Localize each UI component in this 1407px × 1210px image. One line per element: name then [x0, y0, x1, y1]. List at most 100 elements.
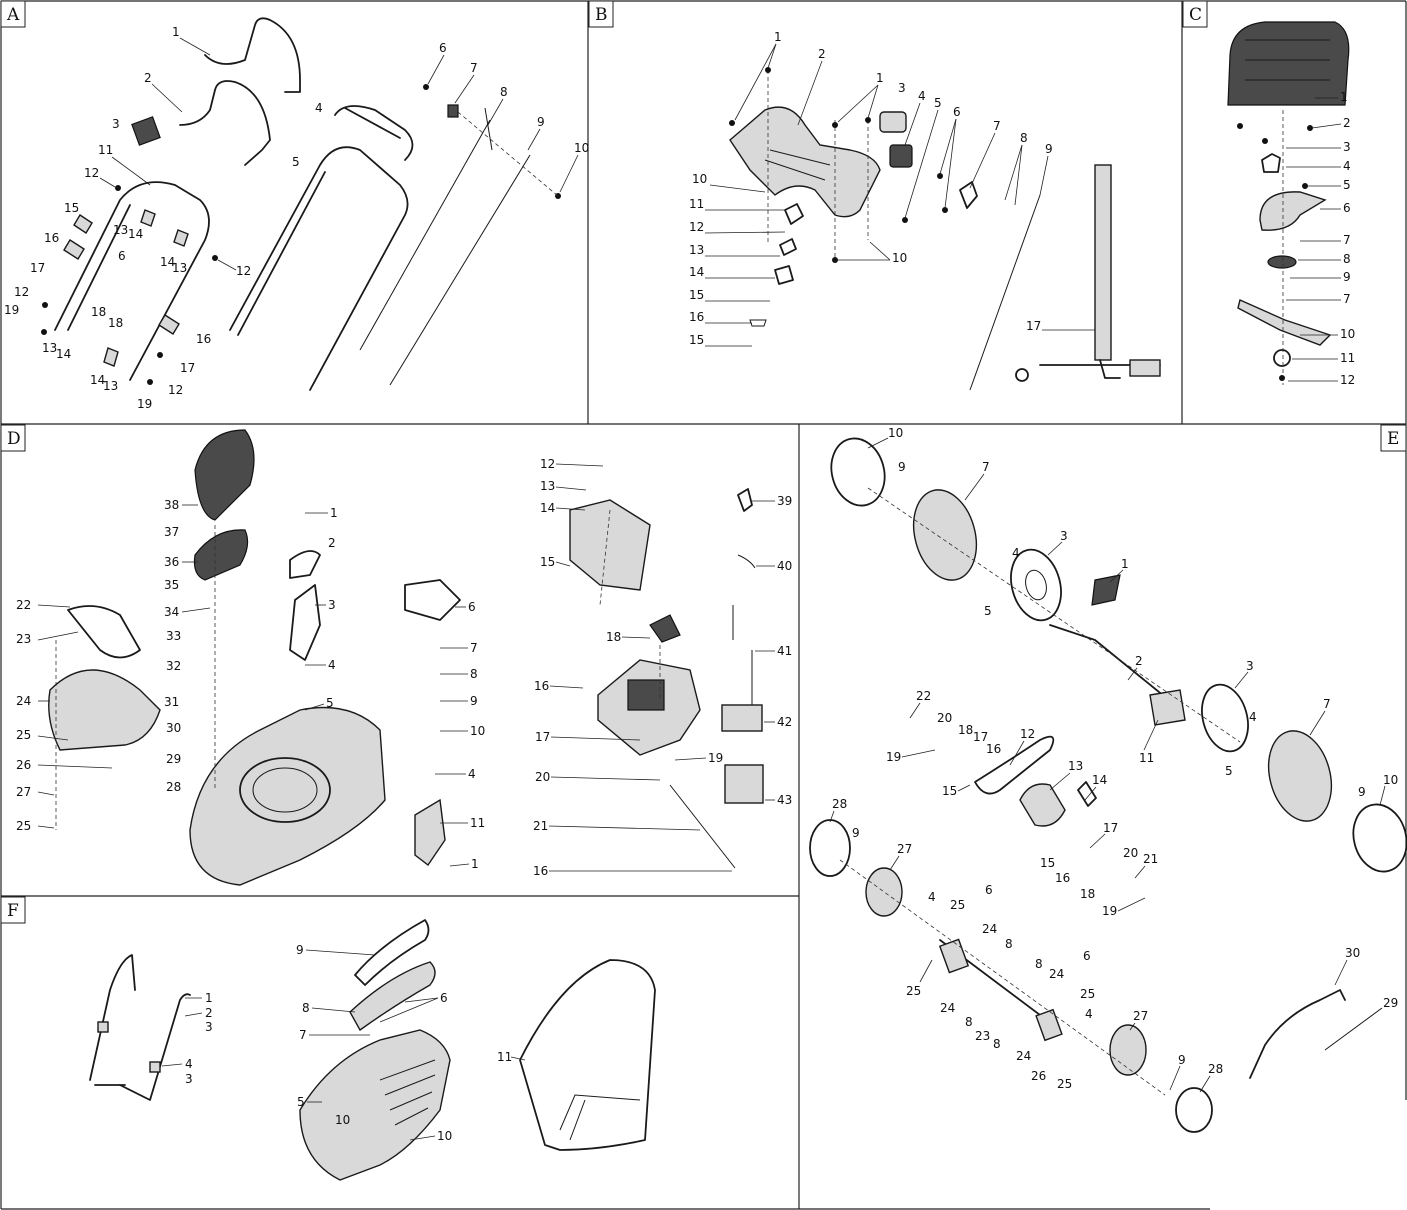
callout: 4 [918, 89, 926, 103]
callout: 29 [166, 752, 181, 766]
callout: 20 [535, 770, 550, 784]
callout: 4 [328, 658, 336, 672]
callout: 26 [16, 758, 31, 772]
callout: 12 [168, 383, 183, 397]
callout: 20 [1123, 846, 1138, 860]
callout: 13 [689, 243, 704, 257]
panel-tag-a: A [0, 0, 26, 28]
callout: 10 [892, 251, 907, 265]
callout: 14 [1092, 773, 1107, 787]
callout: 14 [160, 255, 175, 269]
callout: 12 [14, 285, 29, 299]
callout: 4 [1249, 710, 1257, 724]
callout: 5 [1343, 178, 1351, 192]
callout: 8 [1020, 131, 1028, 145]
callout: 12 [540, 457, 555, 471]
callout: 6 [468, 600, 476, 614]
callout: 1 [774, 30, 782, 44]
panel-a-callouts: 1 2 3 4 5 6 7 8 9 10 11 12 13 14 15 16 6… [4, 25, 589, 411]
callout: 21 [533, 819, 548, 833]
callout: 30 [1345, 946, 1360, 960]
callout: 8 [302, 1001, 310, 1015]
callout: 43 [777, 793, 792, 807]
callout: 14 [689, 265, 704, 279]
callout: 34 [164, 605, 179, 619]
panel-tag-d: D [0, 424, 26, 452]
callout: 14 [90, 373, 105, 387]
callout: 11 [98, 143, 113, 157]
callout: 15 [540, 555, 555, 569]
callout: 16 [44, 231, 59, 245]
callout: 28 [832, 797, 847, 811]
callout: 17 [1103, 821, 1118, 835]
callout: 9 [470, 694, 478, 708]
callout: 9 [1343, 270, 1351, 284]
callout: 13 [172, 261, 187, 275]
callout: 16 [1055, 871, 1070, 885]
callout: 1 [471, 857, 479, 871]
callout: 17 [973, 730, 988, 744]
callout: 15 [689, 288, 704, 302]
callout: 7 [299, 1028, 307, 1042]
callout: 27 [16, 785, 31, 799]
callout: 2 [1135, 654, 1143, 668]
callout: 38 [164, 498, 179, 512]
panel-tag-c: C [1182, 0, 1208, 28]
callout: 22 [916, 689, 931, 703]
callout: 9 [296, 943, 304, 957]
callout: 9 [537, 115, 545, 129]
panel-f-callouts: 1 2 3 4 3 9 8 6 7 5 10 10 11 [161, 943, 526, 1143]
callout: 6 [440, 991, 448, 1005]
callout: 4 [928, 890, 936, 904]
panel-tag-b: B [588, 0, 614, 28]
callout: 1 [1121, 557, 1129, 571]
callout: 3 [205, 1020, 213, 1034]
callout: 42 [777, 715, 792, 729]
callout: 14 [56, 347, 71, 361]
callout: 8 [1035, 957, 1043, 971]
callout: 4 [185, 1057, 193, 1071]
callout: 4 [1085, 1007, 1093, 1021]
callout: 5 [1225, 764, 1233, 778]
callout: 3 [185, 1072, 193, 1086]
callout: 7 [993, 119, 1001, 133]
callout: 10 [437, 1129, 452, 1143]
callout: 2 [144, 71, 152, 85]
callout: 1 [172, 25, 180, 39]
callout: 17 [30, 261, 45, 275]
callout: 6 [985, 883, 993, 897]
callout: 1 [330, 506, 338, 520]
callout: 3 [898, 81, 906, 95]
callout: 6 [439, 41, 447, 55]
callout: 5 [984, 604, 992, 618]
callout: 24 [940, 1001, 955, 1015]
callout: 26 [1031, 1069, 1046, 1083]
panel-tag-f: F [0, 896, 26, 924]
callout: 8 [500, 85, 508, 99]
callout: 17 [535, 730, 550, 744]
panel-f-drawing [89, 919, 656, 1181]
callout: 25 [16, 819, 31, 833]
callout: 5 [292, 155, 300, 169]
callout: 15 [689, 333, 704, 347]
callout: 28 [166, 780, 181, 794]
callout: 16 [689, 310, 704, 324]
callout: 7 [1343, 233, 1351, 247]
callout: 15 [942, 784, 957, 798]
svg-text:B: B [595, 5, 608, 25]
callout: 5 [934, 96, 942, 110]
callout: 8 [470, 667, 478, 681]
callout: 6 [118, 249, 126, 263]
callout: 3 [328, 598, 336, 612]
callout: 19 [708, 751, 723, 765]
callout: 8 [993, 1037, 1001, 1051]
callout: 28 [1208, 1062, 1223, 1076]
callout: 11 [497, 1050, 512, 1064]
callout: 6 [1343, 201, 1351, 215]
panel-d-drawing [48, 429, 764, 886]
callout: 25 [16, 728, 31, 742]
callout: 4 [315, 101, 323, 115]
callout: 19 [4, 303, 19, 317]
callout: 1 [205, 991, 213, 1005]
callout: 17 [1026, 319, 1041, 333]
